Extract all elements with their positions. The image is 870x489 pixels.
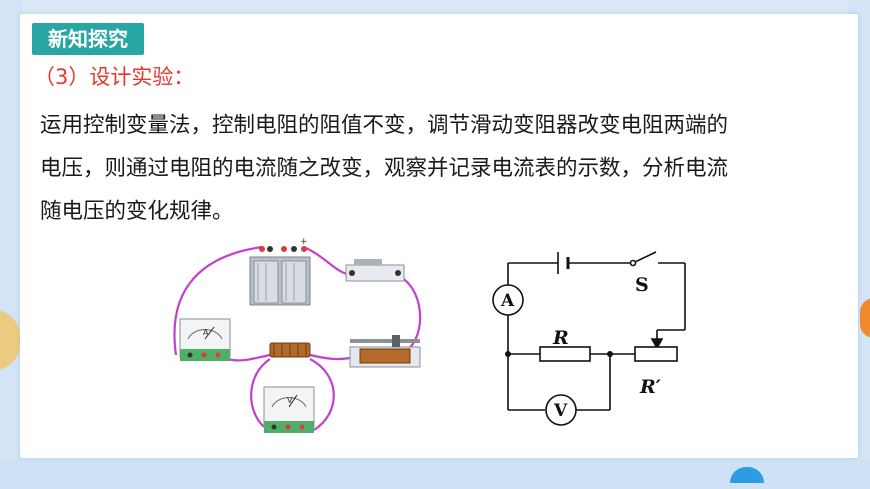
voltmeter-letter: V xyxy=(553,401,568,421)
body-paragraph: 运用控制变量法，控制电阻的阻值不变，调节滑动变阻器改变电阻两端的 电压，则通过电… xyxy=(40,104,855,233)
left-border-strip xyxy=(0,0,22,489)
rheostat-label: R′ xyxy=(639,376,661,398)
junction-dot xyxy=(505,351,511,357)
resistor-label: R xyxy=(552,327,569,349)
switch-blade xyxy=(634,251,657,263)
rheostat-symbol xyxy=(634,346,678,362)
ammeter-face-label: A xyxy=(203,328,209,337)
bottom-border-strip xyxy=(0,459,870,489)
switch-label: S xyxy=(635,274,649,296)
slide-card xyxy=(20,14,858,458)
rheostat-slider-arrow xyxy=(650,338,664,350)
sliding-rheostat xyxy=(349,335,421,368)
junction-dot xyxy=(607,351,613,357)
voltmeter-face-label: V xyxy=(287,396,293,405)
bottom-decoration xyxy=(730,467,764,483)
section-tag: 新知探究 xyxy=(32,23,144,55)
battery-plus-label: + xyxy=(300,237,308,247)
resistor-symbol xyxy=(539,346,591,362)
left-decoration xyxy=(0,310,20,370)
switch-pivot xyxy=(629,259,637,267)
circuit-diagram: A V S R R′ xyxy=(492,251,686,426)
paragraph-line: 随电压的变化规律。 xyxy=(40,199,234,224)
fixed-resistor xyxy=(269,342,311,358)
voltmeter: V xyxy=(263,386,315,433)
subheading: （3）设计实验： xyxy=(34,65,195,89)
ammeter-letter: A xyxy=(500,291,515,311)
knife-switch xyxy=(345,259,405,282)
battery-box: + xyxy=(249,237,311,306)
paragraph-line: 运用控制变量法，控制电阻的阻值不变，调节滑动变阻器改变电阻两端的 xyxy=(40,113,729,138)
paragraph-line: 电压，则通过电阻的电流随之改变，观察并记录电流表的示数，分析电流 xyxy=(40,156,729,181)
ammeter: A xyxy=(179,318,231,361)
apparatus-illustration: + A V xyxy=(173,237,422,433)
right-decoration xyxy=(860,298,870,338)
